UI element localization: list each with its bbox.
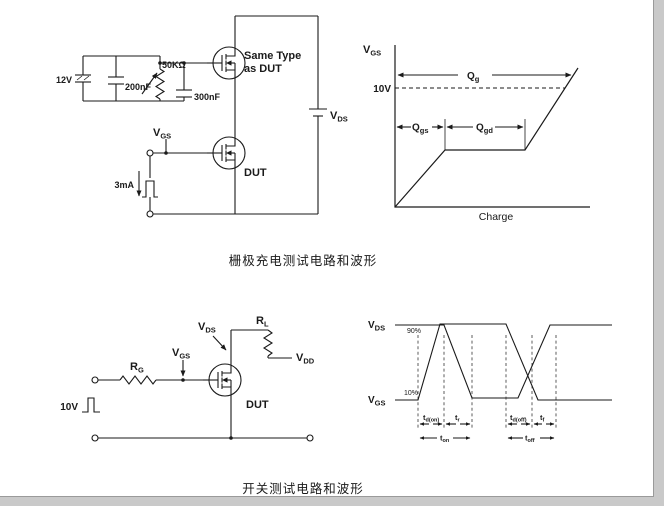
pot-50k-label: 50KΩ [162, 60, 186, 70]
caption-gate-charge: 栅极充电测试电路和波形 [228, 254, 378, 268]
vds-label: VDS [198, 321, 216, 335]
level-10v-label: 10V [373, 84, 391, 95]
pulse-10v-label: 10V [60, 402, 78, 413]
tdon-label: td(on) [423, 413, 439, 424]
tf-label: tf [540, 413, 545, 424]
cap-200nf: 200nF [108, 56, 152, 101]
vgs-axis-label: VGS [363, 44, 381, 58]
dut-label: DUT [244, 167, 267, 179]
vgs-probe: VGS [172, 347, 190, 377]
pulse-icon [142, 180, 158, 198]
vds-trace [395, 324, 612, 399]
dashed-timing-lines [417, 335, 557, 430]
rl-label: RL [256, 315, 269, 329]
mosfet-dut [206, 128, 246, 178]
qg-dimension: Qg [397, 71, 572, 84]
ton-label: ton [440, 434, 450, 445]
cap-300nf-label: 300nF [194, 92, 221, 102]
reference-lines [444, 119, 526, 150]
wires [98, 329, 307, 439]
tr-label: tr [455, 413, 461, 424]
same-type-label-line1: Same Type [244, 50, 301, 62]
vgs-trace-label: VGS [368, 395, 386, 408]
vgs-trace [395, 323, 612, 401]
vds-supply: VDS [309, 108, 348, 124]
gate-charge-waveform: VGS 10V Qg Qgs Qgd Charge [363, 44, 590, 223]
charge-axis-label: Charge [479, 211, 514, 223]
tdon-dimension: td(on) [419, 413, 443, 426]
pulse-generator: 10V [60, 397, 100, 413]
qgs-label: Qgs [412, 123, 429, 136]
qg-label: Qg [467, 71, 480, 84]
same-type-label-line2: as DUT [244, 63, 282, 75]
gate-charge-circuit: 12V 200nF 50KΩ 300nF Same Type as DUT DU… [56, 15, 348, 218]
vgs-label: VGS [172, 347, 190, 361]
switching-waveform: VDS VGS 90% 10% td(on) tr ton td(off) tf [368, 320, 612, 445]
resistor-rl: RL [256, 315, 274, 357]
dut-label: DUT [246, 399, 269, 411]
tf-dimension: tf [533, 413, 555, 426]
junction-dots [181, 378, 233, 440]
pot-50k: 50KΩ [141, 56, 186, 101]
tdoff-dimension: td(off) [507, 413, 531, 426]
vds-label: VDS [330, 110, 348, 124]
supply-12v: 12V [56, 56, 91, 101]
tr-dimension: tr [445, 413, 471, 426]
qgs-dimension: Qgs [396, 123, 444, 136]
supply-12v-label: 12V [56, 75, 72, 85]
junction-dots [158, 61, 186, 155]
qgd-label: Qgd [476, 123, 493, 136]
toff-dimension: toff [507, 434, 555, 445]
page-background: 12V 200nF 50KΩ 300nF Same Type as DUT DU… [0, 0, 654, 497]
pulse-icon [82, 397, 100, 413]
qgd-dimension: Qgd [446, 123, 524, 136]
p90-label: 90% [407, 328, 421, 335]
vgs-label: VGS [153, 127, 171, 141]
current-3ma-label: 3mA [114, 180, 134, 190]
vds-probe: VDS [198, 321, 227, 351]
mosfet-same-type [206, 38, 246, 88]
terminals [91, 376, 314, 442]
current-source-3ma: 3mA [114, 171, 158, 198]
rg-label: RG [130, 361, 144, 375]
vds-trace-label: VDS [368, 320, 385, 333]
wires [83, 15, 319, 215]
tdoff-label: td(off) [510, 413, 527, 424]
toff-label: toff [525, 434, 535, 445]
resistor-rg: RG [119, 361, 157, 385]
p10-label: 10% [404, 390, 418, 397]
ton-dimension: ton [419, 434, 471, 445]
cap-300nf: 300nF [176, 63, 221, 102]
terminals [146, 149, 154, 218]
switching-circuit: RG VGS VDS DUT RL VDD 10V [60, 315, 315, 442]
vgs-curve [394, 67, 579, 208]
caption-switching: 开关测试电路和波形 [242, 482, 364, 496]
vdd-label: VDD [296, 352, 315, 366]
cap-200nf-label: 200nF [125, 82, 152, 92]
mosfet-dut [202, 355, 242, 405]
